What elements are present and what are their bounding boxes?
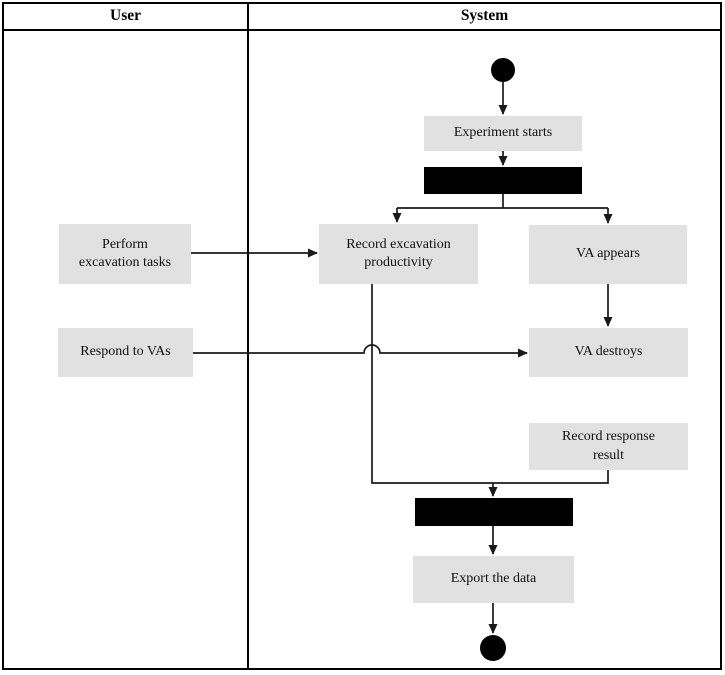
end-node — [480, 635, 506, 661]
activity-export-the-data: Export the data — [413, 556, 574, 603]
lane-header-user: User — [110, 7, 141, 24]
activity-va-appears: VA appears — [529, 225, 687, 284]
lane-divider-line — [247, 2, 249, 670]
activity-record-excavation-productivity: Record excavation productivity — [319, 224, 478, 284]
activity-record-response-result: Record response result — [529, 423, 688, 470]
join-bar — [415, 498, 573, 526]
activity-va-destroys: VA destroys — [529, 328, 688, 377]
start-node — [491, 58, 515, 82]
fork-bar — [424, 167, 582, 194]
activity-perform-excavation-tasks: Perform excavation tasks — [59, 224, 191, 284]
activity-respond-to-vas: Respond to VAs — [58, 328, 193, 377]
edge-collect-to-join — [371, 284, 609, 484]
activity-experiment-starts: Experiment starts — [424, 116, 582, 151]
edge-respond-to-va-destroys — [193, 344, 528, 358]
lane-header-system: System — [460, 7, 509, 24]
header-divider-line — [2, 29, 722, 31]
